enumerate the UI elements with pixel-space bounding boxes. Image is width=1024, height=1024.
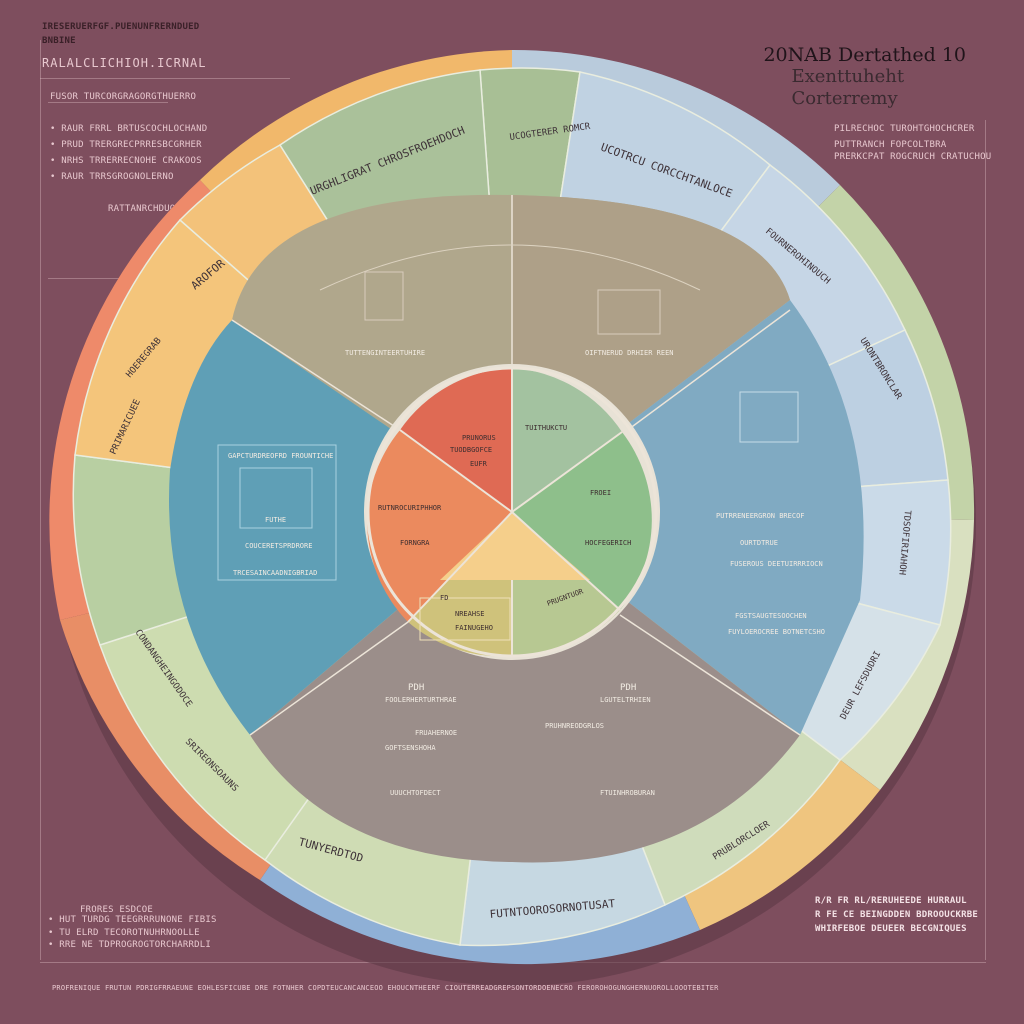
sector-dividers bbox=[231, 195, 801, 736]
header-left-line2: BNBINE bbox=[42, 36, 76, 46]
footer-right-line: WHIRFEBOE DEUEER BECGNIQUES bbox=[815, 924, 967, 934]
ring-label: CONDANGHEINGODOCE bbox=[133, 628, 194, 709]
footer-left-title: FRORES ESDCOE bbox=[80, 905, 154, 915]
center-green-text: FROEI bbox=[590, 489, 611, 497]
ring-label: PRIMARICUEE bbox=[109, 398, 143, 456]
left-sector-footer: TRCESAINCAADNIGBRIAD bbox=[233, 569, 317, 577]
footer-right-line: R/R FR RL/RERUHEEDE HURRAUL bbox=[815, 896, 967, 906]
left-sector-header: GAPCTURDREOFRD FROUNTICHE bbox=[228, 452, 333, 460]
ring-label: HOEREGRAB bbox=[125, 336, 164, 380]
center-orange-text: RUTNROCURIPHHOR bbox=[378, 504, 442, 512]
footer-left-line: HUT TURDG TEEGRRRUNONE FIBIS bbox=[48, 915, 217, 925]
header-right-line-b: PUTTRANCH FOPCOLTBRA bbox=[834, 140, 947, 150]
ring-label: UCOTRCU CORCCHTANLOCE bbox=[599, 141, 734, 201]
header-left-bullet: PRUD TRERGRECPRRESBCGRHER bbox=[50, 140, 202, 150]
center-green-text: HOCFEGERICH bbox=[585, 539, 631, 547]
frame-line-top-left bbox=[40, 78, 290, 79]
right-sector-line: FGSTSAUGTESOOCHEN bbox=[735, 612, 807, 620]
bottom-center-c: GOFTSENSHOHA bbox=[385, 744, 436, 752]
header-right-line-a: PILRECHOC TUROHTGHOCHCRER bbox=[834, 124, 975, 134]
center-slice-red bbox=[400, 368, 512, 512]
page-subtitle: Exenttuheht bbox=[791, 66, 905, 87]
frame-line-right bbox=[985, 120, 986, 960]
right-sector-line: PUTRRENEERGRON BRECOF bbox=[716, 512, 805, 520]
ring-label: FOURNEROHINOUCH bbox=[763, 227, 832, 287]
center-bottom-text: PRUGNTUOR bbox=[546, 587, 585, 608]
ring-label: URGHLIGRAT CHROSFROEHDOCH bbox=[308, 124, 466, 198]
footer-bottom-line: PROFRENIQUE FRUTUN PDRIGFRRAEUNE EOHLESF… bbox=[52, 984, 719, 992]
center-red-text: EUFR bbox=[470, 460, 488, 468]
right-sector-line: FUSEROUS DEETUIRRRIOCN bbox=[730, 560, 823, 568]
header-right-title-block: 20NAB Dertathed 10 Exenttuheht Corterrem… bbox=[763, 44, 966, 110]
page-title: 20NAB Dertathed 10 bbox=[763, 44, 966, 66]
center-slice-sage bbox=[512, 368, 622, 512]
center-bottom-text: NREAHSE bbox=[455, 610, 485, 618]
header-left-bullet: NRHS TRRERRECNOHE CRAKOOS bbox=[50, 156, 202, 166]
center-green-text: TUITHUKCTU bbox=[525, 424, 567, 432]
header-left-line1: IRESERUERFGF.PUENUNFRERNDUED bbox=[42, 22, 200, 32]
center-pie bbox=[364, 364, 660, 660]
header-left-bullet: RAUR FRRL BRTUSCOCHLOCHAND bbox=[50, 124, 207, 134]
ring-label: AROFOR bbox=[189, 257, 228, 293]
bottom-center-a: PRUHNREODGRLOS bbox=[545, 722, 604, 730]
ring-label: TDSOFIRIAHOH bbox=[896, 510, 912, 576]
header-left-subtitle: RALALCLICHIOH.ICRNAL bbox=[42, 56, 207, 70]
right-sector-line: FUYLOEROCREE BOTNETCSHO bbox=[728, 628, 825, 636]
left-sector-title: FUTHE bbox=[265, 516, 286, 524]
center-red-text: TUODBGOFCE bbox=[450, 446, 492, 454]
footer-left-line: TU ELRD TECOROTNUHRNOOLLE bbox=[48, 928, 200, 938]
center-red-text: PRUNORUS bbox=[462, 434, 496, 442]
ring-label: UCOGTERER ROMCR bbox=[509, 122, 591, 143]
decorative-boxes bbox=[217, 271, 799, 641]
header-left-note: RATTANRCHDUOD bbox=[108, 204, 182, 214]
ring-label: TUNYERDTOD bbox=[297, 835, 364, 865]
inner-sectors bbox=[169, 194, 864, 863]
bottom-foot-b: FTUINHROBURAN bbox=[600, 789, 655, 797]
header-left-bullet: RAUR TRRSGROGNOLERNO bbox=[50, 172, 174, 182]
footer-right-line: R FE CE BEINGDDEN BDROOUCKRBE bbox=[815, 910, 978, 920]
top-sector-caption: TUTTENGINTEERTUHIRE bbox=[345, 349, 425, 357]
ring-label: FUTNTOOROSORNOTUSAT bbox=[489, 897, 616, 921]
center-slice-green bbox=[512, 432, 652, 610]
ring-label: URONTBRONCLAR bbox=[857, 336, 903, 402]
center-orange-text: FORNGRA bbox=[400, 539, 430, 547]
frame-line-left bbox=[40, 40, 41, 960]
bottom-label-b: PDH bbox=[620, 683, 636, 693]
footer-left-line: RRE NE TDPROGROGTORCHARRDLI bbox=[48, 940, 211, 950]
ring-label: PRUBLORCLOER bbox=[711, 819, 772, 862]
left-sector-sub: COUCERETSPRDRORE bbox=[245, 542, 312, 550]
center-bottom-text: FAINUGEHO bbox=[455, 624, 493, 632]
top-sector-caption: OIFTNERUD DRHIER REEN bbox=[585, 349, 674, 357]
ring-label: SRIREONSOAUNS bbox=[183, 737, 240, 794]
page-subtitle-2: Corterremy bbox=[791, 88, 898, 109]
frame-line-under-rule bbox=[48, 102, 168, 103]
ring-label: DEUR LEFSDUDRI bbox=[839, 650, 883, 722]
bottom-foot-a: UUUCHTOFDECT bbox=[390, 789, 441, 797]
bottom-center-b: FRUAHERNOE bbox=[415, 729, 457, 737]
bottom-label-a: PDH bbox=[408, 683, 424, 693]
bottom-sub-b: LGUTELTRHIEN bbox=[600, 696, 651, 704]
right-sector-line: OURTDTRUE bbox=[740, 539, 778, 547]
header-right-line-c: PRERKCPAT ROGCRUCH CRATUCHOU bbox=[834, 152, 992, 162]
center-triangle bbox=[440, 512, 590, 580]
center-slice-orange bbox=[367, 430, 512, 622]
header-left-rule-text: FUSOR TURCORGRAGORGTHUERRO bbox=[50, 92, 197, 102]
center-bottom-text: FD bbox=[440, 594, 448, 602]
bottom-sub-a: FOOLERHERTURTHRAE bbox=[385, 696, 457, 704]
